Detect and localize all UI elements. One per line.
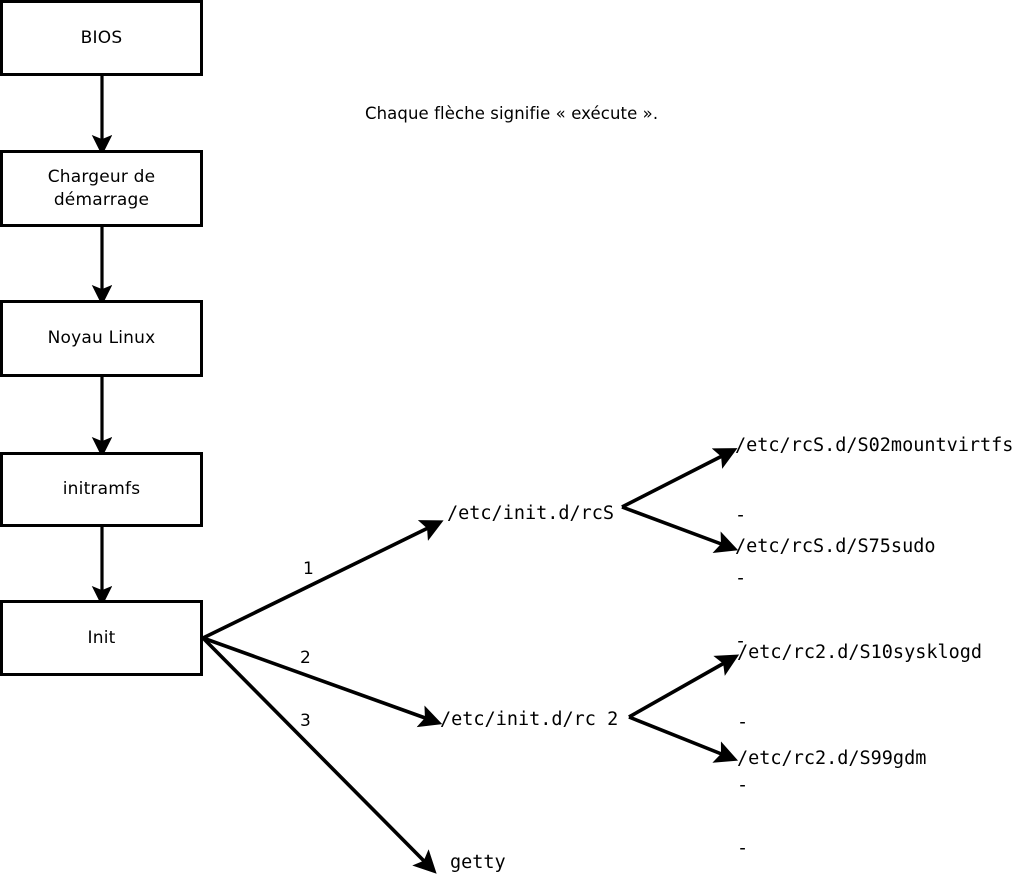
arrow-rcs-to-first bbox=[621, 448, 738, 509]
ellipsis-rcs-dash-3: - bbox=[735, 631, 747, 652]
node-initramfs-label: initramfs bbox=[62, 479, 141, 500]
node-init[interactable]: Init bbox=[0, 600, 203, 676]
arrow-label-1: 1 bbox=[303, 559, 314, 579]
ellipsis-rc2-dash-3: - bbox=[737, 838, 749, 859]
arrow-init-to-rc2 bbox=[202, 636, 443, 728]
node-rcs-last-label[interactable]: /etc/rcS.d/S75sudo bbox=[735, 536, 936, 557]
node-bootloader-label-line2: démarrage bbox=[53, 189, 150, 210]
arrow-rc2-to-first bbox=[628, 654, 740, 719]
ellipsis-rcs-dash-2: - bbox=[735, 568, 747, 589]
node-init-label: Init bbox=[87, 627, 116, 648]
ellipsis-rc2: - - - bbox=[737, 670, 782, 875]
node-kernel-label: Noyau Linux bbox=[47, 328, 156, 349]
node-bootloader[interactable]: Chargeur de démarrage bbox=[0, 150, 203, 227]
node-bootloader-label: Chargeur de démarrage bbox=[48, 166, 156, 212]
arrow-init-to-getty bbox=[201, 636, 437, 874]
arrow-label-2: 2 bbox=[300, 648, 311, 668]
node-rc2-last-label[interactable]: /etc/rc2.d/S99gdm bbox=[737, 748, 927, 769]
node-getty-label[interactable]: getty bbox=[450, 852, 506, 873]
arrow-init-to-rcs bbox=[202, 520, 444, 640]
arrow-label-3: 3 bbox=[300, 711, 311, 731]
node-rcs-label[interactable]: /etc/init.d/rcS bbox=[447, 503, 615, 524]
node-initramfs[interactable]: initramfs bbox=[0, 452, 203, 527]
arrow-rc2-to-last bbox=[628, 715, 739, 763]
arrow-rcs-to-last bbox=[621, 505, 739, 554]
node-bios[interactable]: BIOS bbox=[0, 0, 203, 76]
node-bootloader-label-line1: Chargeur de bbox=[47, 166, 156, 187]
ellipsis-rc2-dash-2: - bbox=[737, 775, 749, 796]
legend-note: Chaque flèche signifie « exécute ». bbox=[365, 104, 659, 123]
ellipsis-rc2-dash-1: - bbox=[737, 712, 749, 733]
ellipsis-rcs-dash-1: - bbox=[735, 505, 747, 526]
node-bios-label: BIOS bbox=[80, 27, 123, 48]
node-rc2-first-label[interactable]: /etc/rc2.d/S10sysklogd bbox=[737, 642, 983, 663]
node-kernel[interactable]: Noyau Linux bbox=[0, 300, 203, 377]
node-rc2-label[interactable]: /etc/init.d/rc 2 bbox=[440, 709, 619, 730]
ellipsis-rcs: - - - bbox=[735, 463, 780, 694]
node-rcs-first-label[interactable]: /etc/rcS.d/S02mountvirtfs bbox=[735, 435, 1014, 456]
